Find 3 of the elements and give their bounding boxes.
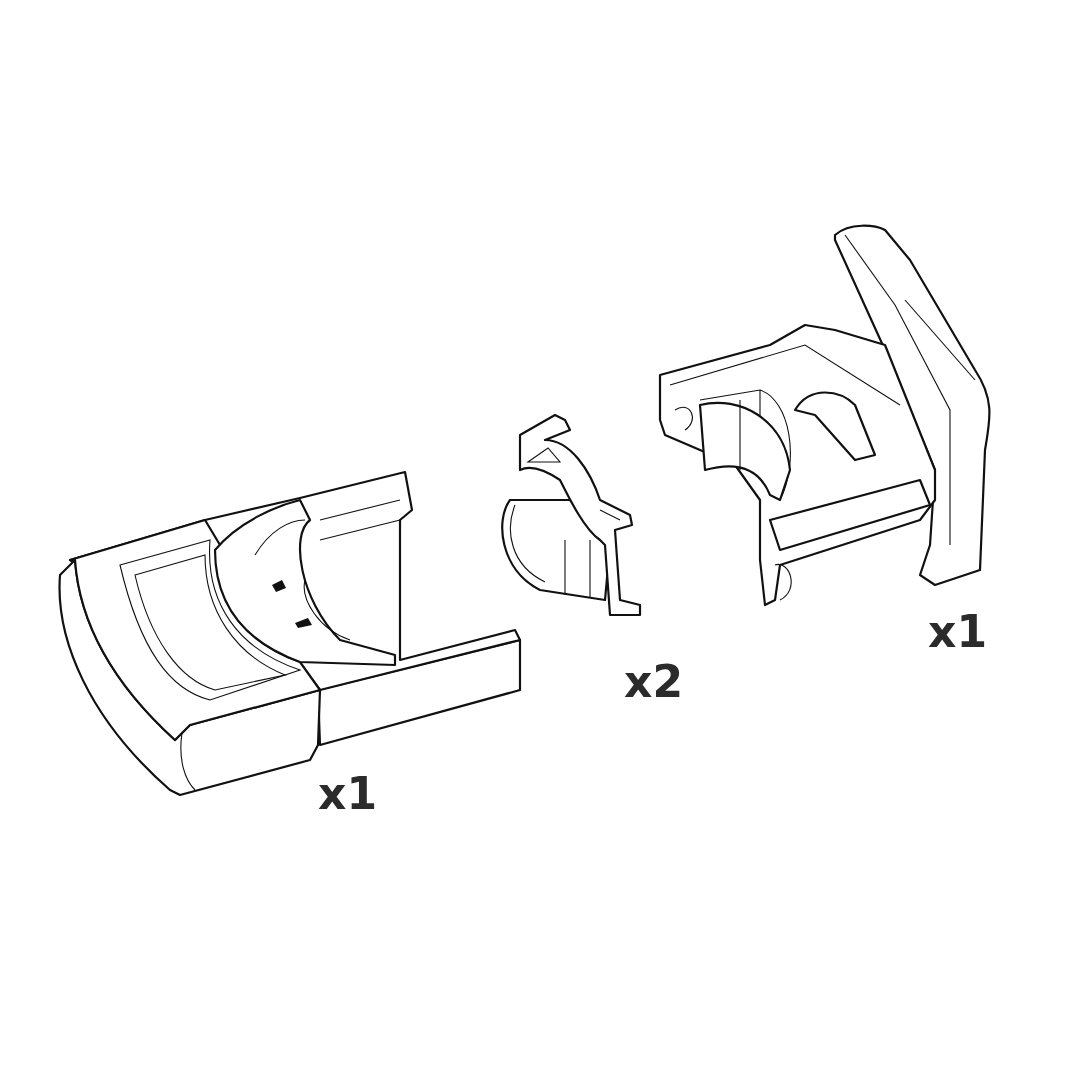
quantity-label: x2: [624, 660, 683, 704]
quantity-label: x1: [318, 772, 377, 816]
quantity-label: x1: [928, 610, 987, 654]
